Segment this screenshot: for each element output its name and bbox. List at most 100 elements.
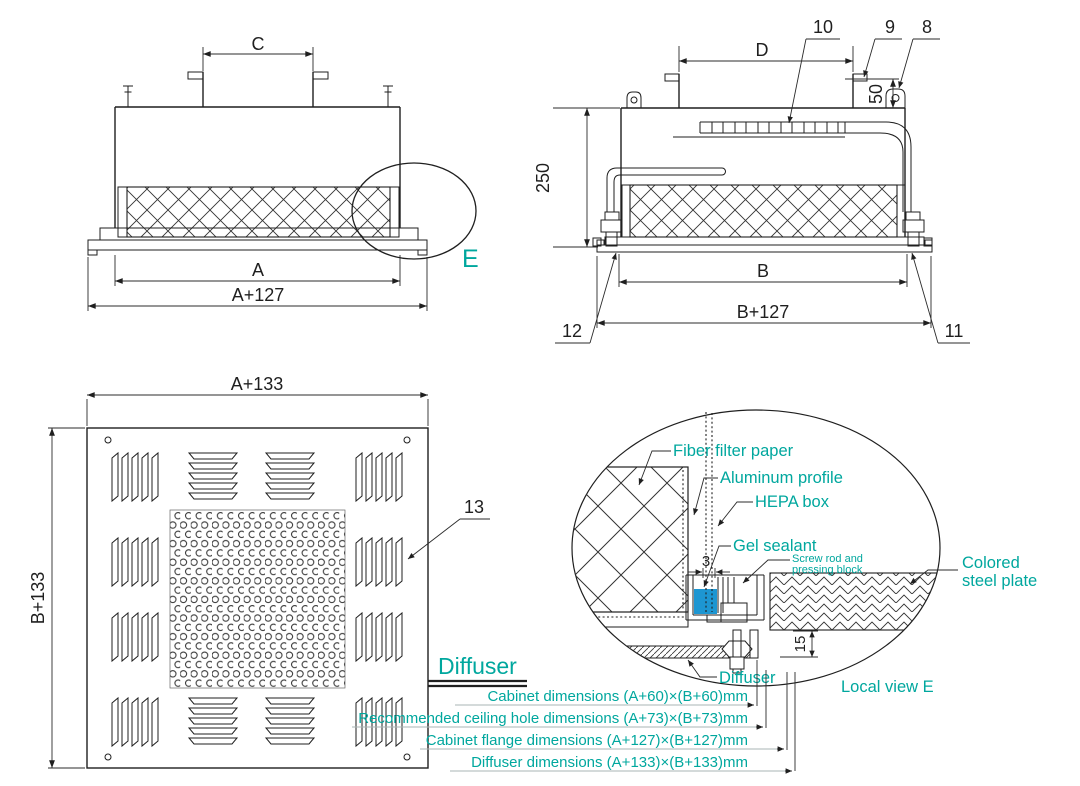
callout-9-label: 9 xyxy=(885,17,895,37)
pipe-right xyxy=(845,121,912,212)
detail-diffuser-label: Diffuser xyxy=(719,669,776,687)
diffuser-label: Diffuser xyxy=(438,653,517,679)
duct-collar xyxy=(202,72,314,107)
filter-end-cap-left xyxy=(117,186,128,238)
perforated-center xyxy=(169,509,346,689)
note-extension-lines xyxy=(756,660,796,771)
filter-end-cap-right xyxy=(896,184,906,238)
dim-3-label: 3 xyxy=(702,553,710,570)
filter-media-hatch xyxy=(126,186,391,238)
diffuser-lip xyxy=(749,629,759,659)
flange-plate xyxy=(596,244,933,253)
screw-rod-label-2: pressing block xyxy=(792,564,863,576)
pipe-left xyxy=(606,167,726,212)
dim-b133-extensions xyxy=(48,427,85,769)
bottom-view: A+133 B+133 13 Diffuser xyxy=(28,374,527,769)
louver-group xyxy=(355,537,403,587)
screw-rod-leader xyxy=(742,559,790,584)
note-diffuser-dimensions: Diffuser dimensions (A+133)×(B+133)mm xyxy=(471,754,748,771)
callout-8-label: 8 xyxy=(922,17,932,37)
perforated-tube xyxy=(699,121,846,134)
louver-group xyxy=(355,612,403,662)
flange-foot-right xyxy=(417,249,428,256)
flange-plate xyxy=(87,239,428,251)
dim-b127-extensions xyxy=(596,256,932,328)
louver-group xyxy=(111,697,159,747)
gel-sealant-leader xyxy=(703,545,731,588)
colored-steel-label-1: Colored xyxy=(962,554,1020,572)
dim-c-extensions xyxy=(202,47,314,71)
detail-clipped-content xyxy=(572,466,940,659)
cabinet-body-outline xyxy=(114,106,401,228)
louver-group xyxy=(111,612,159,662)
hepa-box-leader xyxy=(717,501,753,527)
louver-group xyxy=(265,452,315,500)
flange-foot-left xyxy=(87,249,98,256)
callout-13-leader xyxy=(407,518,461,560)
detail-diffuser-leader xyxy=(687,659,717,678)
callout-12-leader xyxy=(589,252,617,344)
lug-hole-left xyxy=(630,96,638,104)
dim-d-label: D xyxy=(756,40,769,60)
fiber-filter-block xyxy=(572,466,689,613)
screw-hole xyxy=(104,436,112,444)
louver-group xyxy=(111,452,159,502)
detail-circle-e xyxy=(351,162,477,260)
dim-b133-label: B+133 xyxy=(28,572,48,625)
collar-flange-right xyxy=(312,71,329,80)
louver-group xyxy=(355,452,403,502)
dim-a133-extensions xyxy=(86,399,429,426)
lifting-lug-right xyxy=(885,88,906,108)
screw-hole xyxy=(403,753,411,761)
dim-3-extensions xyxy=(702,568,716,578)
flange-upturn-right xyxy=(924,239,933,246)
callout-12-label: 12 xyxy=(562,321,582,341)
lifting-lug-left xyxy=(626,91,642,108)
dim-a127-label: A+127 xyxy=(232,285,285,305)
bracket-right xyxy=(902,211,933,247)
dim-b127-label: B+127 xyxy=(737,302,790,322)
dim-b-label: B xyxy=(757,261,769,281)
louver-group xyxy=(111,537,159,587)
screw-rod-label-1: Screw rod and xyxy=(792,553,863,565)
collar-flange-left xyxy=(664,73,680,82)
flange-step xyxy=(604,236,925,246)
aluminum-profile-label: Aluminum profile xyxy=(720,469,843,487)
hanger-bolt-left xyxy=(123,85,133,107)
detail-mark-e: E xyxy=(462,245,479,273)
callout-10-label: 10 xyxy=(813,17,833,37)
callout-9-leader xyxy=(863,38,876,78)
dim-a127-extensions xyxy=(87,257,428,311)
screw-rod-assembly xyxy=(706,577,753,674)
filter-end-cap-left xyxy=(621,184,631,238)
side-view: D 50 250 B B+127 10 9 8 12 11 xyxy=(533,17,970,344)
screw-hole xyxy=(104,753,112,761)
filter-frame-bottom xyxy=(572,611,689,628)
dim-15-label: 15 xyxy=(792,636,809,653)
colored-steel-leader xyxy=(909,569,958,585)
louver-group xyxy=(265,697,315,745)
louver-group xyxy=(188,452,238,500)
detail-view-e: 3 15 Fiber filter paper Aluminum profile… xyxy=(571,409,1037,696)
gel-sealant-label: Gel sealant xyxy=(733,537,817,555)
collar-flange-right xyxy=(852,73,868,82)
callout-13-label: 13 xyxy=(464,497,484,517)
duct-collar xyxy=(678,74,854,108)
callout-11-leader xyxy=(911,252,939,344)
colored-steel-label-2: steel plate xyxy=(962,572,1037,590)
diffuser-leader-lines xyxy=(428,679,527,688)
front-view: C A A+127 E xyxy=(87,34,479,311)
callout-8-leader xyxy=(898,38,914,89)
dim-a133-label: A+133 xyxy=(231,374,284,394)
aluminum-profile-leader xyxy=(693,477,718,516)
note-cabinet-flange-dimensions: Cabinet flange dimensions (A+127)×(B+127… xyxy=(426,732,748,749)
fiber-filter-leader xyxy=(638,450,671,486)
louver-group xyxy=(188,697,238,745)
note-ceiling-hole-dimensions: Recommended ceiling hole dimensions (A+7… xyxy=(358,710,748,727)
screw-hole xyxy=(403,436,411,444)
hanger-bolt-right xyxy=(383,85,393,107)
dim-250-extensions xyxy=(553,107,620,248)
dim-50-label: 50 xyxy=(866,84,886,104)
